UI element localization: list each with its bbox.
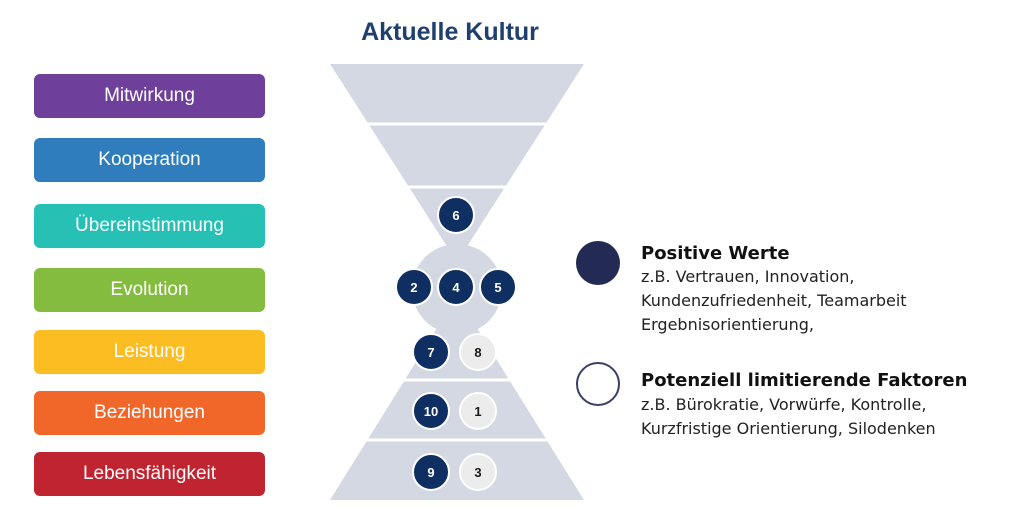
- funnel-bottom-triangle: [330, 296, 584, 500]
- value-marker-7: 7: [412, 333, 450, 371]
- level-leistung: Leistung: [34, 330, 265, 374]
- level-lebensfaehigkeit: Lebensfähigkeit: [34, 452, 265, 496]
- value-marker-4: 4: [437, 268, 475, 306]
- value-marker-6: 6: [437, 196, 475, 234]
- value-marker-8: 8: [459, 333, 497, 371]
- diagram-title: Aktuelle Kultur: [361, 18, 539, 46]
- value-marker-9: 9: [412, 453, 450, 491]
- level-mitwirkung: Mitwirkung: [34, 74, 265, 118]
- limiting-factors-title: Potenziell limitierende Faktoren: [641, 370, 968, 391]
- value-marker-3: 3: [459, 453, 497, 491]
- level-evolution: Evolution: [34, 268, 265, 312]
- value-marker-2: 2: [395, 268, 433, 306]
- limiting-factors-line-1: z.B. Bürokratie, Vorwürfe, Kontrolle,: [641, 395, 927, 414]
- funnel-top-triangle: [330, 64, 584, 262]
- limiting-factors-legend-circle-icon: [576, 362, 620, 406]
- value-marker-1: 1: [459, 392, 497, 430]
- level-uebereinstimmung: Übereinstimmung: [34, 204, 265, 248]
- positive-values-line-2: Kundenzufriedenheit, Teamarbeit: [641, 291, 907, 310]
- positive-values-line-1: z.B. Vertrauen, Innovation,: [641, 267, 855, 286]
- level-kooperation: Kooperation: [34, 138, 265, 182]
- level-beziehungen: Beziehungen: [34, 391, 265, 435]
- limiting-factors-line-2: Kurzfristige Orientierung, Silodenken: [641, 419, 936, 438]
- value-marker-5: 5: [479, 268, 517, 306]
- positive-values-legend-dot-icon: [576, 241, 620, 285]
- positive-values-title: Positive Werte: [641, 243, 790, 264]
- value-marker-10: 10: [412, 392, 450, 430]
- positive-values-line-3: Ergebnisorientierung,: [641, 315, 814, 334]
